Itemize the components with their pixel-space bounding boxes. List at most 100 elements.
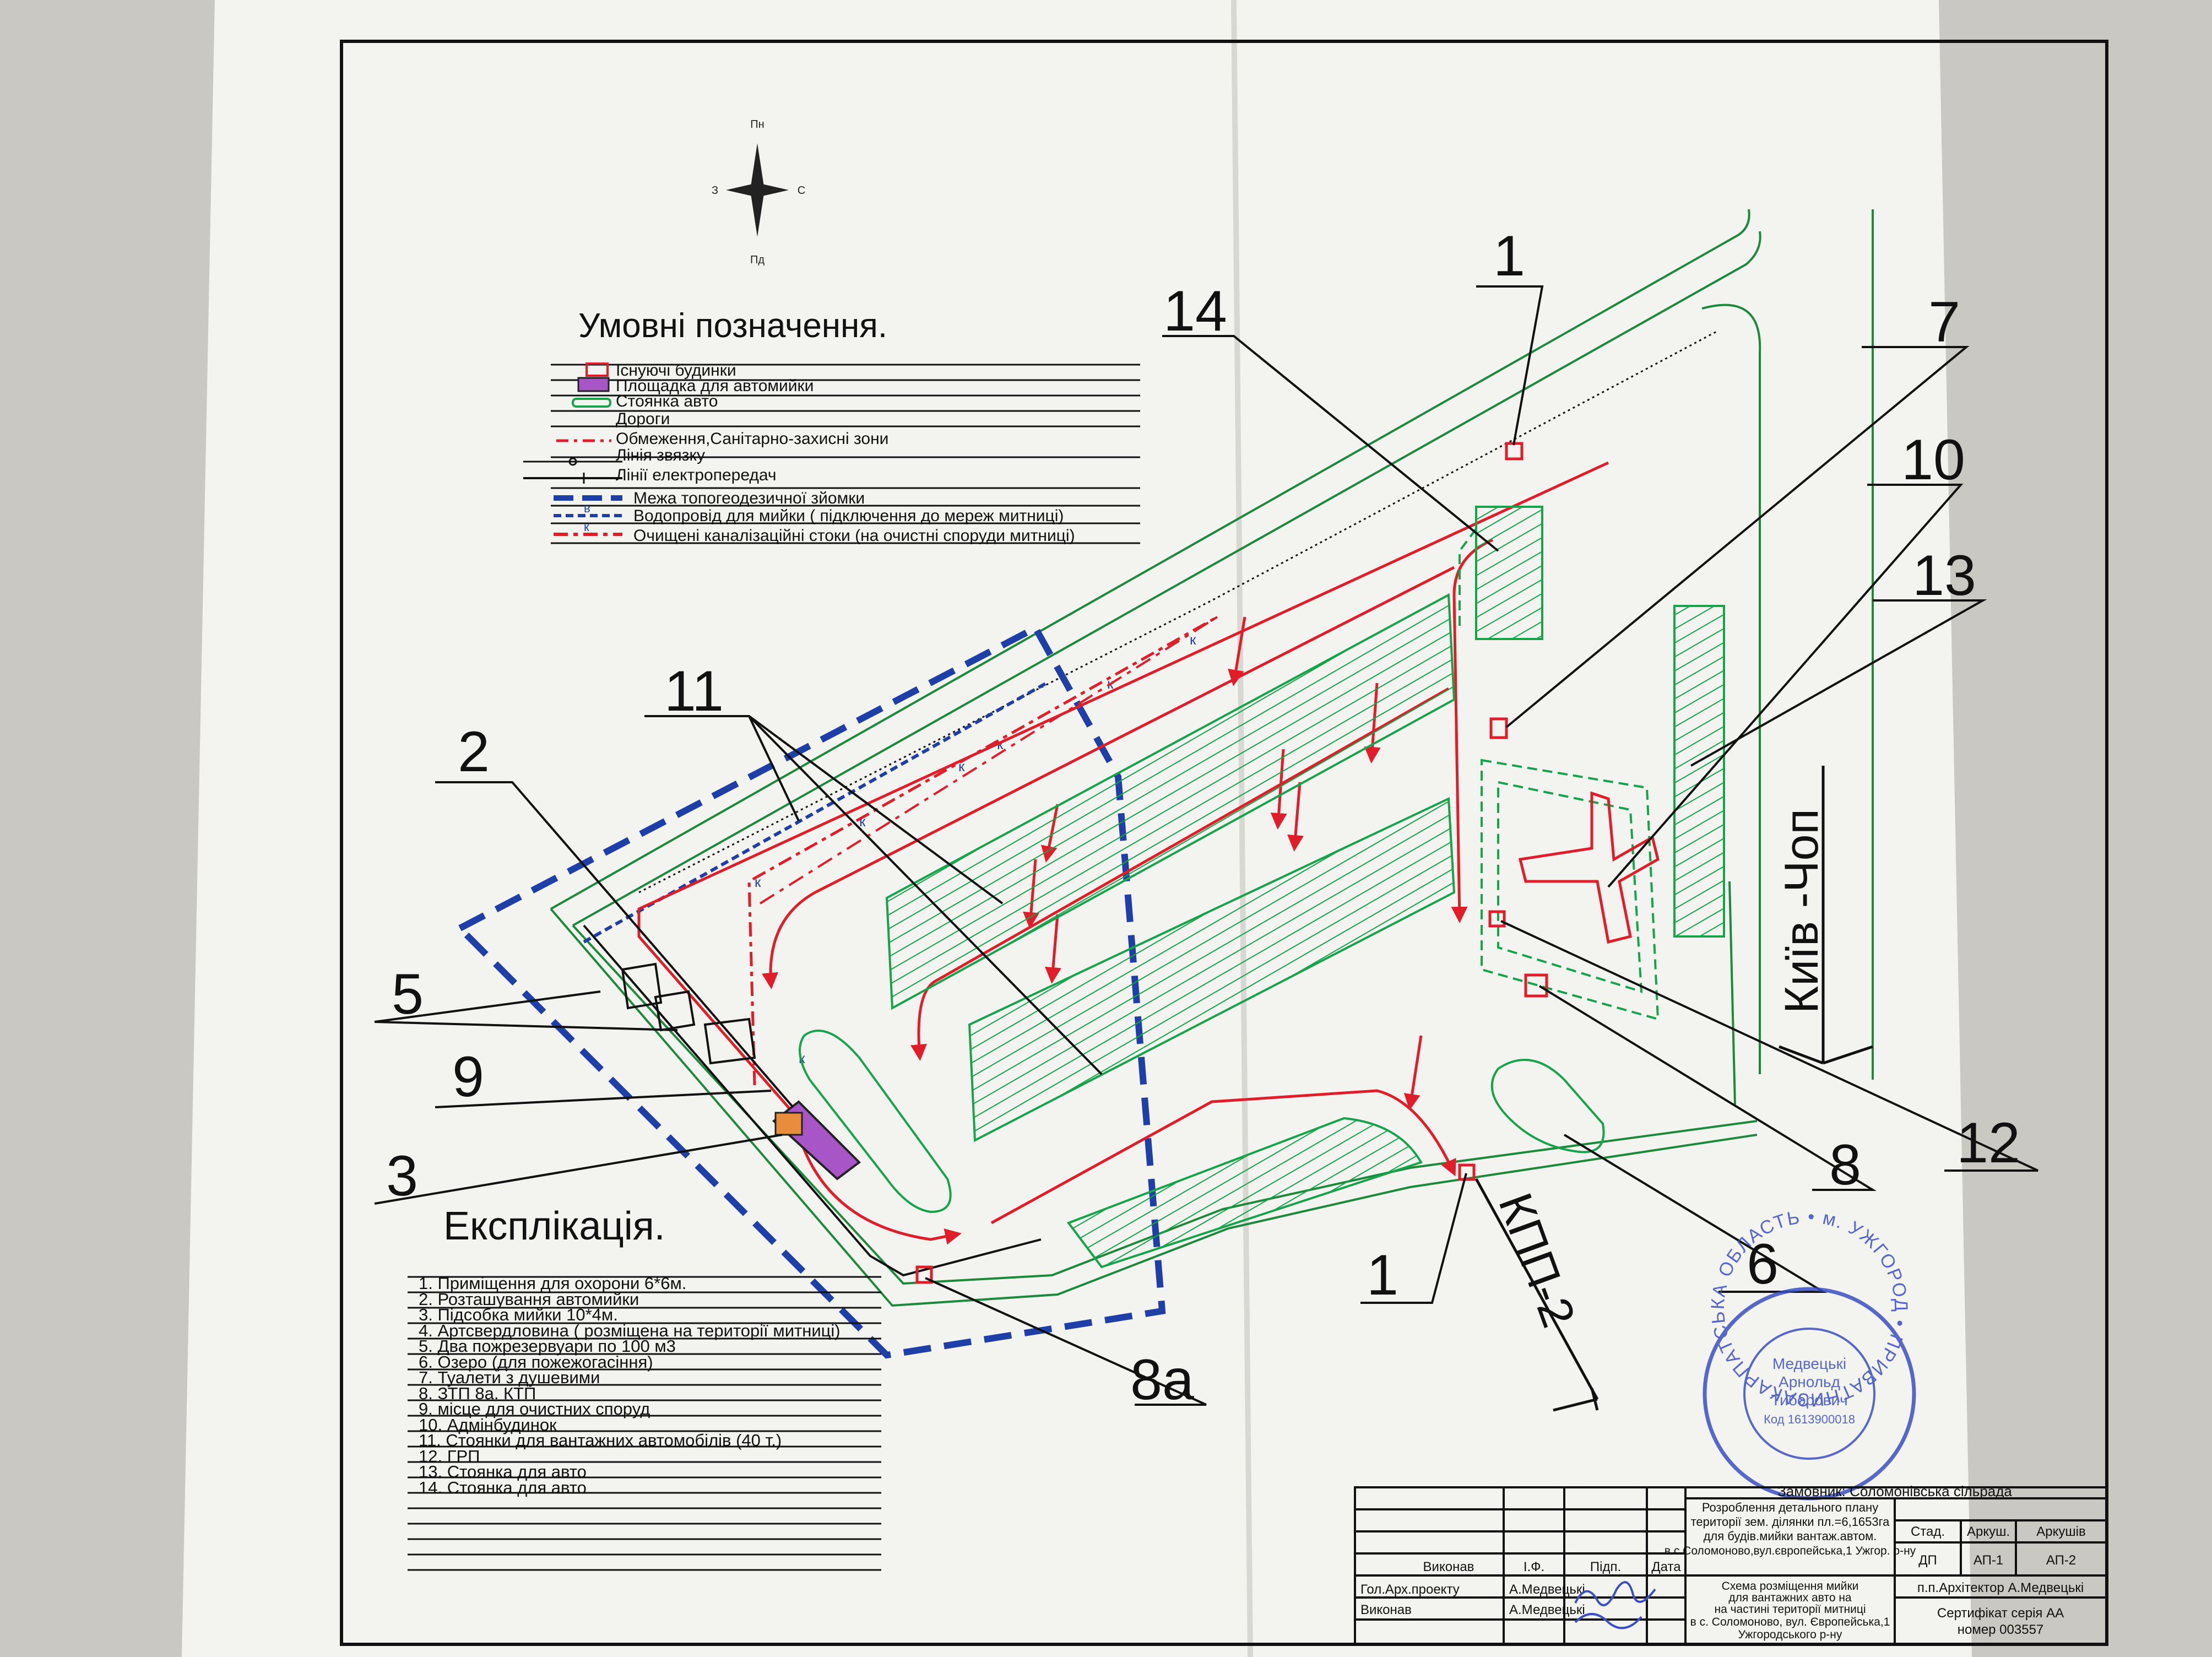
- callout-5: 5: [392, 962, 424, 1026]
- callout-13: 13: [1912, 544, 1976, 608]
- title-stage-value: ДП: [1918, 1553, 1937, 1568]
- title-col-executed: Виконав: [1423, 1559, 1474, 1574]
- carwash-pond: [799, 1030, 952, 1214]
- carwash: [772, 1100, 861, 1181]
- title-scheme-1: Схема розміщення мийки: [1722, 1580, 1859, 1593]
- callout-3: 3: [386, 1144, 418, 1208]
- title-architect: п.п.Архітектор А.Медвецькі: [1917, 1580, 2084, 1595]
- explication-item-6: 6. Озеро (для пожежогасіння): [419, 1352, 653, 1372]
- explication-item-10: 10. Адмінбудинок: [419, 1415, 557, 1434]
- title-description-3: для будів.мийки вантаж.автом.: [1704, 1529, 1877, 1543]
- callout-7: 7: [1928, 290, 1960, 354]
- explication-item-3: 3. Підсобка мийки 10*4м.: [419, 1305, 618, 1324]
- legend-title: Умовні позначення.: [578, 307, 887, 345]
- legend-item-power-lines: Лінії електропередач: [616, 466, 777, 484]
- legend-item-water-pipe: Водопровід для мийки ( підключення до ме…: [633, 507, 1064, 525]
- explication-item-14: 14. Стоянка для авто: [419, 1478, 587, 1497]
- stamp-center-line-4: Код 1613900018: [1764, 1412, 1855, 1426]
- compass-west: З: [712, 185, 718, 197]
- car-parking-14: [1459, 506, 1543, 640]
- explication-item-2: 2. Розташування автомийки: [419, 1290, 639, 1309]
- fire-lake: [1490, 1059, 1605, 1154]
- explication-item-11: 11. Стоянки для вантажних автомобілів (4…: [419, 1431, 782, 1450]
- legend-item-comm-line: Лінія звязку: [616, 446, 705, 464]
- explication-rules: [408, 1276, 881, 1571]
- paper-fold: [1231, 0, 1253, 1657]
- explication-item-9: 9. місце для очистних споруд: [419, 1399, 650, 1418]
- road-label-kyiv-chop: Київ -Чоп: [1775, 766, 1873, 1065]
- legend-item-existing-buildings: Існуючі будинки: [616, 361, 736, 380]
- title-role-chief-architect: Гол.Арх.проекту: [1360, 1582, 1460, 1597]
- callout-1-kpp: 1: [1367, 1243, 1398, 1307]
- signature-scribble: [1574, 1581, 1656, 1629]
- sewer-mark: к: [755, 874, 761, 890]
- ztp-building: [1524, 973, 1548, 998]
- title-sheet-header: Аркуш.: [1967, 1524, 2010, 1539]
- road-kyiv-chop-arrow-icon: [1779, 766, 1873, 1065]
- parking-row-11-upper: [885, 593, 1456, 1010]
- compass-east: С: [798, 185, 805, 197]
- callout-8: 8: [1829, 1133, 1861, 1197]
- title-block: Замовник: Соломонівська сільрада Виконав…: [1354, 1483, 2108, 1645]
- legend-existing-building-icon: [585, 362, 609, 377]
- title-scheme-4: в с. Соломоново, вул. Європейська,1: [1690, 1616, 1890, 1628]
- title-col-signature: Підп.: [1590, 1559, 1621, 1574]
- legend-sewer-mark: к: [584, 520, 589, 534]
- title-scheme-5: Ужгородського р-ну: [1738, 1628, 1842, 1641]
- title-description-4: в с.Соломоново,вул.європейська,1 Ужгор. …: [1665, 1545, 1916, 1557]
- title-certificate-series: Сертифікат серія АА: [1937, 1606, 2064, 1621]
- callout-6: 6: [1747, 1232, 1779, 1296]
- admin-building-area: [1481, 759, 1660, 1021]
- title-col-date: Дата: [1651, 1559, 1681, 1574]
- title-customer: Замовник: Соломонівська сільрада: [1777, 1483, 2012, 1499]
- ktp-building: [915, 1265, 933, 1284]
- sewer-line: [747, 615, 1218, 1086]
- car-parking-13: [1673, 605, 1725, 938]
- title-name-chief-architect: А.Медвецькі: [1509, 1582, 1585, 1597]
- title-description-2: території зем. ділянки пл.=6,1653га: [1691, 1515, 1890, 1529]
- explication-table: Експлікація. 1. Приміщення для охорони: [408, 1204, 881, 1571]
- explication-item-7: 7. Туалети з душевими: [419, 1368, 600, 1387]
- explication-item-13: 13. Стоянка для авто: [419, 1462, 587, 1481]
- legend-item-survey-border: Межа топогеодезичної зйомки: [633, 489, 865, 507]
- legend-item-sewer: Очищені каналізаційні стоки (на очистні …: [633, 527, 1075, 545]
- legend-symbols: в к: [523, 362, 1140, 544]
- grp-building: [1488, 910, 1506, 928]
- admin-building-marker: [1489, 717, 1508, 739]
- title-certificate-number: номер 003557: [1958, 1622, 2044, 1637]
- restriction-zone-line: [759, 616, 1218, 905]
- callout-9: 9: [452, 1045, 484, 1109]
- callout-8a: 8а: [1130, 1348, 1194, 1412]
- fire-reservoirs: [621, 962, 756, 1065]
- legend-carwash-icon: [577, 377, 610, 392]
- title-scheme-2: для вантажних авто на: [1728, 1591, 1852, 1604]
- survey-boundary: [454, 623, 1166, 1359]
- callout-11: 11: [664, 659, 724, 723]
- callout-14: 14: [1163, 279, 1227, 343]
- road-kpp-arrow-icon: [1474, 1178, 1599, 1412]
- sewer-mark: к: [1190, 631, 1196, 648]
- carwash-utility: [774, 1112, 803, 1136]
- sewer-mark: к: [859, 813, 866, 830]
- callout-leaders: [374, 285, 2038, 1406]
- stamp-center-line-2: Арнольд: [1779, 1373, 1840, 1390]
- title-scheme-3: на частині території митниці: [1714, 1603, 1866, 1616]
- title-col-name: І.Ф.: [1524, 1559, 1544, 1574]
- callout-1-guard: 1: [1493, 224, 1525, 288]
- title-stage-header: Стад.: [1911, 1524, 1945, 1539]
- title-sheets-header: Аркушів: [2036, 1524, 2085, 1539]
- compass-rose: Пн Пд З С: [712, 118, 805, 266]
- explication-item-5: 5. Два пожрезервуари по 100 м3: [419, 1336, 676, 1356]
- title-sheets-value: АП-2: [2046, 1553, 2076, 1568]
- truck-parking-rows: [885, 593, 1456, 1269]
- legend-item-restrictions: Обмеження,Санітарно-захисні зони: [616, 430, 888, 448]
- drawing-frame: [340, 40, 2108, 1646]
- explication-item-12: 12. ГРП: [419, 1447, 480, 1466]
- stamp-center-line-1: Медвецькі: [1772, 1355, 1846, 1372]
- callout-labels: 1 14 7 10 13 11 2 5 9 3 12 8 6 1 8а: [386, 224, 2020, 1412]
- guard-house-kpp: [1458, 1163, 1476, 1181]
- parking-row-11-middle: [968, 797, 1456, 1142]
- callout-10: 10: [1901, 428, 1965, 492]
- legend: Умовні позначення. в к Існу: [523, 307, 1140, 545]
